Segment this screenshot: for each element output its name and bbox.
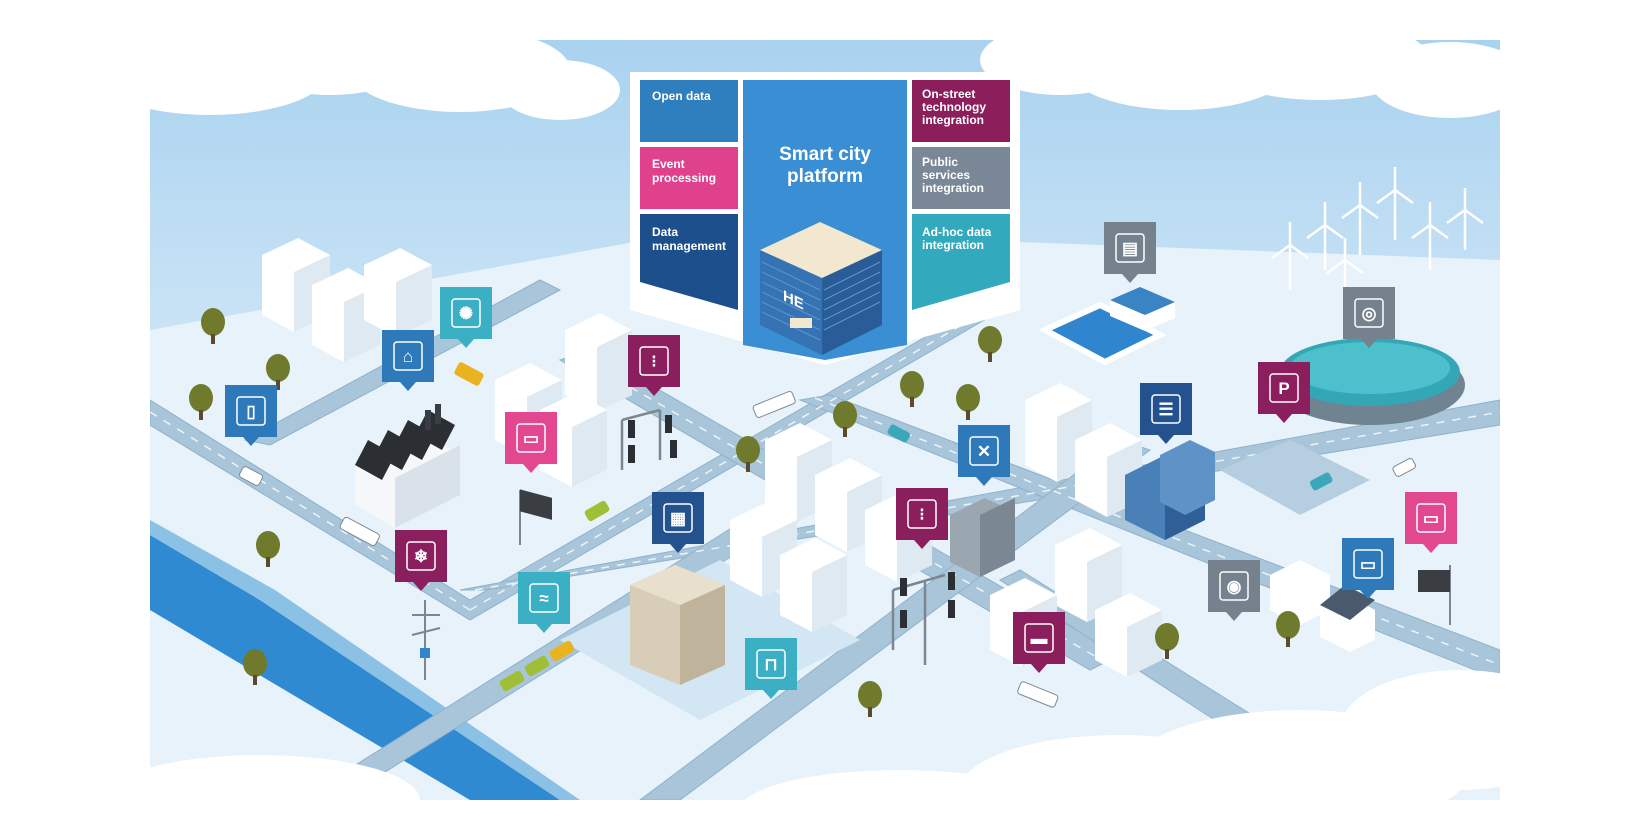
svg-text:⌂: ⌂ <box>403 347 413 366</box>
svg-text:P: P <box>1278 379 1289 398</box>
svg-text:▭: ▭ <box>523 429 539 448</box>
stadium-icon: ◎ <box>1343 287 1395 348</box>
beige-building <box>630 565 725 685</box>
parking-icon: P <box>1258 362 1310 423</box>
tile-data-management <box>640 214 738 310</box>
svg-text:❄: ❄ <box>414 547 428 566</box>
tools-icon: ✕ <box>958 425 1010 486</box>
web-window-icon: ▭ <box>1342 538 1394 599</box>
alarm-light-icon: ✺ <box>440 287 492 348</box>
svg-text:⁝: ⁝ <box>651 352 656 371</box>
traffic-light-icon: ⁝ <box>628 335 680 396</box>
factory-icon: ⌂ <box>382 330 434 391</box>
svg-text:✕: ✕ <box>977 442 991 461</box>
svg-text:≈: ≈ <box>539 589 548 608</box>
svg-text:⊓: ⊓ <box>764 655 777 674</box>
svg-text:◉: ◉ <box>1227 577 1242 596</box>
mobile-phone-icon: ▯ <box>225 385 277 446</box>
swimming-pool <box>1038 301 1167 366</box>
map-pins: ▯ ⌂ ✺ ⁝ ▭ ▦ ❄ ≈ ⊓ ✕ ⁝ ▬ ☰ P ▤ ◎ ◉ ▭ ▭ <box>225 222 1457 699</box>
tile-on-street-technology <box>912 80 1010 142</box>
tile-open-data <box>640 80 738 142</box>
list-icon: ☰ <box>1140 383 1192 444</box>
tile-adhoc-data <box>912 214 1010 310</box>
traffic-light-poles <box>620 408 955 665</box>
weather-icon: ❄ <box>395 530 447 591</box>
tile-open-data-label: Open data <box>652 89 711 103</box>
svg-text:▭: ▭ <box>1423 509 1439 528</box>
billboard-icon: ▭ <box>1405 492 1457 553</box>
clouds <box>150 40 1500 800</box>
svg-text:▬: ▬ <box>1031 629 1048 648</box>
river <box>150 535 560 800</box>
traffic-light-icon: ⁝ <box>896 488 948 549</box>
billboard-icon: ▭ <box>505 412 557 473</box>
gas-mask-icon: ◉ <box>1208 560 1260 621</box>
svg-text:▯: ▯ <box>246 402 255 421</box>
tile-public-services <box>912 147 1010 209</box>
billboards <box>519 489 1451 625</box>
svg-text:✺: ✺ <box>459 304 473 323</box>
vehicles <box>239 362 1416 708</box>
tile-event-processing <box>640 147 738 209</box>
svg-text:☰: ☰ <box>1158 400 1173 419</box>
flood-icon: ≈ <box>518 572 570 633</box>
platform-hq-building: HE <box>760 222 882 355</box>
bus-icon: ▬ <box>1013 612 1065 673</box>
svg-text:▦: ▦ <box>670 509 686 528</box>
factory-building <box>355 404 460 528</box>
stadium <box>1275 338 1465 425</box>
road-barrier-icon: ⊓ <box>745 638 797 699</box>
svg-text:▤: ▤ <box>1122 239 1138 258</box>
swimming-pool-icon: ▤ <box>1104 222 1156 283</box>
dashboard-icon: ▦ <box>652 492 704 553</box>
svg-text:◎: ◎ <box>1362 304 1377 323</box>
trees <box>189 308 1300 717</box>
weather-station <box>411 600 441 680</box>
svg-text:▭: ▭ <box>1360 555 1376 574</box>
svg-text:⁝: ⁝ <box>919 505 924 524</box>
